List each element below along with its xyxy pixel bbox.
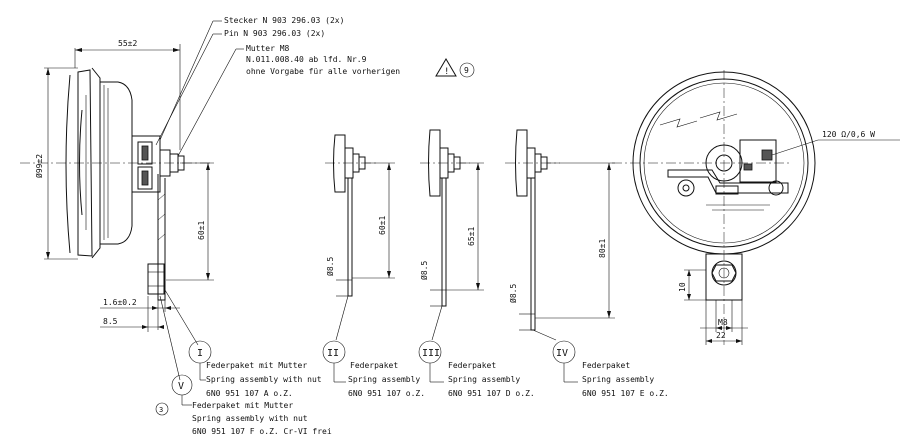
stecker-note: Stecker N 903 296.03 (2x) [224, 16, 344, 25]
variant-IV-view: 80±1 Ø8.5 [505, 129, 615, 331]
mutter-note: ohne Vorgabe für alle vorherigen [246, 67, 400, 76]
variant-IV-callout: IV Federpaket Spring assembly 6N0 951 10… [532, 329, 669, 398]
horn-side-view [20, 67, 210, 301]
variant-V-callout: V Federpaket mit Mutter Spring assembly … [159, 295, 332, 436]
revision-3-badge: 3 [155, 402, 169, 416]
mutter-title: Mutter M8 [246, 44, 290, 53]
mutter-number: N.011.008.40 ab lfd. Nr.9 [246, 55, 367, 64]
dimension-10-label: 10 [678, 282, 687, 292]
variant-II-callout: II Federpaket Spring assembly 6N0 951 10… [322, 295, 425, 398]
variant-V-line3: 6N0 951 107 F o.Z. Cr-VI frei [192, 427, 332, 436]
dimension-22: 22 [705, 300, 743, 345]
variant-III-roman: III [422, 348, 440, 359]
variant-II-view: 60±1 Ø8.5 [325, 134, 395, 297]
dimension-22-label: 22 [716, 331, 726, 340]
variant-I-line1: Federpaket mit Mutter [206, 361, 307, 370]
variant-IV-roman: IV [556, 348, 568, 359]
variant-III-line2: Spring assembly [448, 375, 520, 384]
dimension-80-label: 80±1 [598, 239, 607, 258]
variant-II-roman: II [327, 348, 339, 359]
variant-II-line2: Spring assembly [348, 375, 420, 384]
variant-IV-line1: Federpaket [582, 361, 630, 370]
dimension-55: 55±2 [74, 39, 181, 150]
dimension-diameter-99-label: Ø99±2 [34, 154, 44, 178]
variant-V-line2: Spring assembly with nut [192, 414, 308, 423]
variant-III-callout: III Federpaket Spring assembly 6N0 951 1… [418, 305, 535, 398]
variant-II-line1: Federpaket [350, 361, 398, 370]
top-notes: Stecker N 903 296.03 (2x) Pin N 903 296.… [224, 16, 400, 76]
note-leaders [155, 20, 244, 157]
pin-note: Pin N 903 296.03 (2x) [224, 29, 325, 38]
variant-II-line3: 6N0 951 107 o.Z. [348, 389, 425, 398]
dimension-diameter-99: Ø99±2 [34, 67, 78, 260]
dimension-10: 10 [678, 269, 706, 301]
revision-9-badge: 9 [459, 62, 475, 78]
dimension-d85-b-label: Ø8.5 [419, 261, 429, 280]
dimension-60-a: 60±1 [166, 162, 214, 281]
variant-III-view: 65±1 Ø8.5 [419, 129, 484, 307]
dimension-thickness-label: 1.6±0.2 [103, 298, 137, 307]
dimension-65-label: 65±1 [467, 227, 476, 246]
variant-I-line2: Spring assembly with nut [206, 375, 322, 384]
resistance-callout: 120 Ω/0,6 W [771, 130, 900, 156]
variant-IV-line3: 6N0 951 107 E o.Z. [582, 389, 669, 398]
dimension-d85-a-label: Ø8.5 [325, 257, 335, 276]
variant-I-callout: I Federpaket mit Mutter Spring assembly … [164, 289, 322, 398]
variant-III-line3: 6N0 951 107 D o.Z. [448, 389, 535, 398]
dimension-thickness: 1.6±0.2 8.5 [100, 296, 180, 332]
variant-IV-line2: Spring assembly [582, 375, 654, 384]
revision-9-label: 9 [464, 66, 469, 75]
dimension-m8: M8 [700, 300, 748, 332]
dimension-60-a-label: 60±1 [197, 221, 206, 240]
warning-symbol: ! [444, 67, 449, 77]
dimension-m8-label: M8 [718, 318, 728, 327]
warning-triangle-icon: ! [435, 58, 457, 77]
dimension-60-b-label: 60±1 [378, 216, 387, 235]
variant-III-line1: Federpaket [448, 361, 496, 370]
variant-I-roman: I [197, 348, 203, 359]
revision-3-label: 3 [159, 406, 163, 414]
variant-V-roman: V [178, 381, 184, 392]
dimension-85-label: 8.5 [103, 317, 118, 326]
variant-V-line1: Federpaket mit Mutter [192, 401, 293, 410]
variant-I-line3: 6N0 951 107 A o.Z. [206, 389, 293, 398]
dimension-d85-c-label: Ø8.5 [508, 284, 518, 303]
dimension-55-label: 55±2 [118, 39, 137, 48]
resistance-label: 120 Ω/0,6 W [822, 130, 875, 139]
horn-front-view [612, 70, 816, 345]
